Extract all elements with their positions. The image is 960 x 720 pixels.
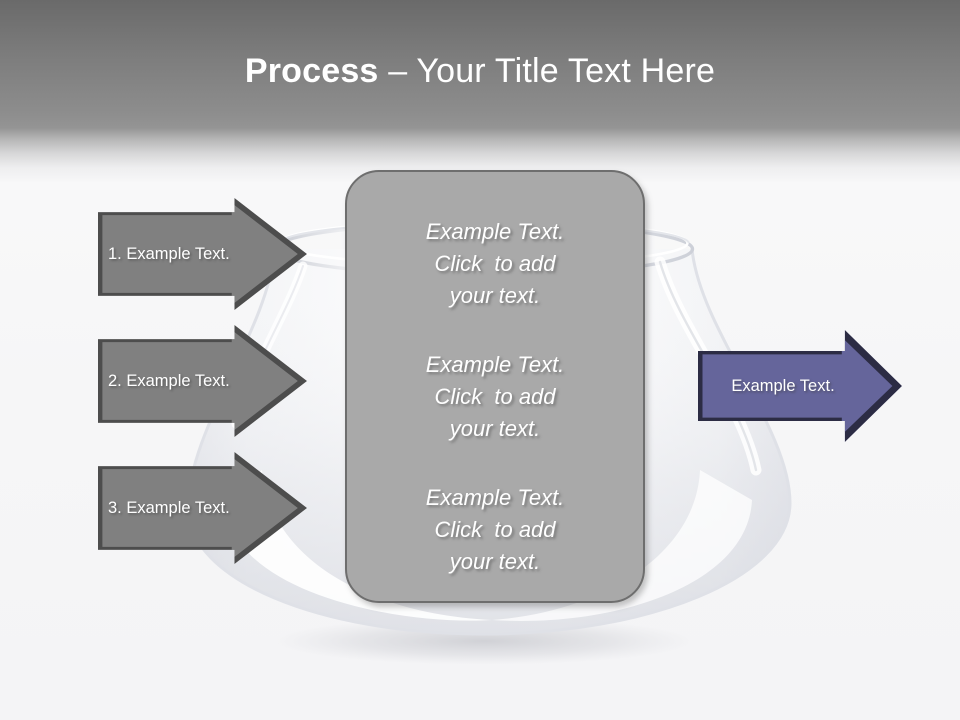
panel-block-3-line-3: your text. — [449, 549, 541, 574]
input-arrow-3-label: 3. Example Text. — [108, 499, 230, 517]
panel-block-2-line-1: Example Text. — [425, 352, 565, 377]
panel-block-2-line-3: your text. — [449, 416, 541, 441]
center-process-panel[interactable]: Example Text. Click to add your text. Ex… — [345, 170, 645, 603]
panel-block-2-line-2: Click to add — [434, 384, 556, 409]
panel-block-3-line-1: Example Text. — [425, 485, 565, 510]
input-arrow-1[interactable]: 1. Example Text. — [98, 198, 307, 310]
panel-block-1-line-3: your text. — [449, 283, 541, 308]
panel-block-1-line-1: Example Text. — [425, 219, 565, 244]
page-title-bold: Process — [244, 52, 379, 90]
page-title: Process – Your Title Text Here — [0, 50, 960, 92]
input-arrow-3[interactable]: 3. Example Text. — [98, 452, 307, 564]
panel-text-block-1[interactable]: Example Text. Click to add your text. — [347, 216, 643, 312]
panel-text-block-2[interactable]: Example Text. Click to add your text. — [347, 349, 643, 445]
input-arrow-2-label: 2. Example Text. — [108, 372, 230, 390]
header-band — [0, 0, 960, 182]
panel-block-1-line-2: Click to add — [434, 251, 556, 276]
panel-text-block-3[interactable]: Example Text. Click to add your text. — [347, 482, 643, 578]
output-arrow-label: Example Text. — [731, 377, 835, 395]
input-arrow-1-label: 1. Example Text. — [108, 245, 230, 263]
page-title-rest: – Your Title Text Here — [378, 52, 716, 90]
output-arrow[interactable]: Example Text. — [698, 330, 902, 442]
panel-block-3-line-2: Click to add — [434, 517, 556, 542]
input-arrow-2[interactable]: 2. Example Text. — [98, 325, 307, 437]
